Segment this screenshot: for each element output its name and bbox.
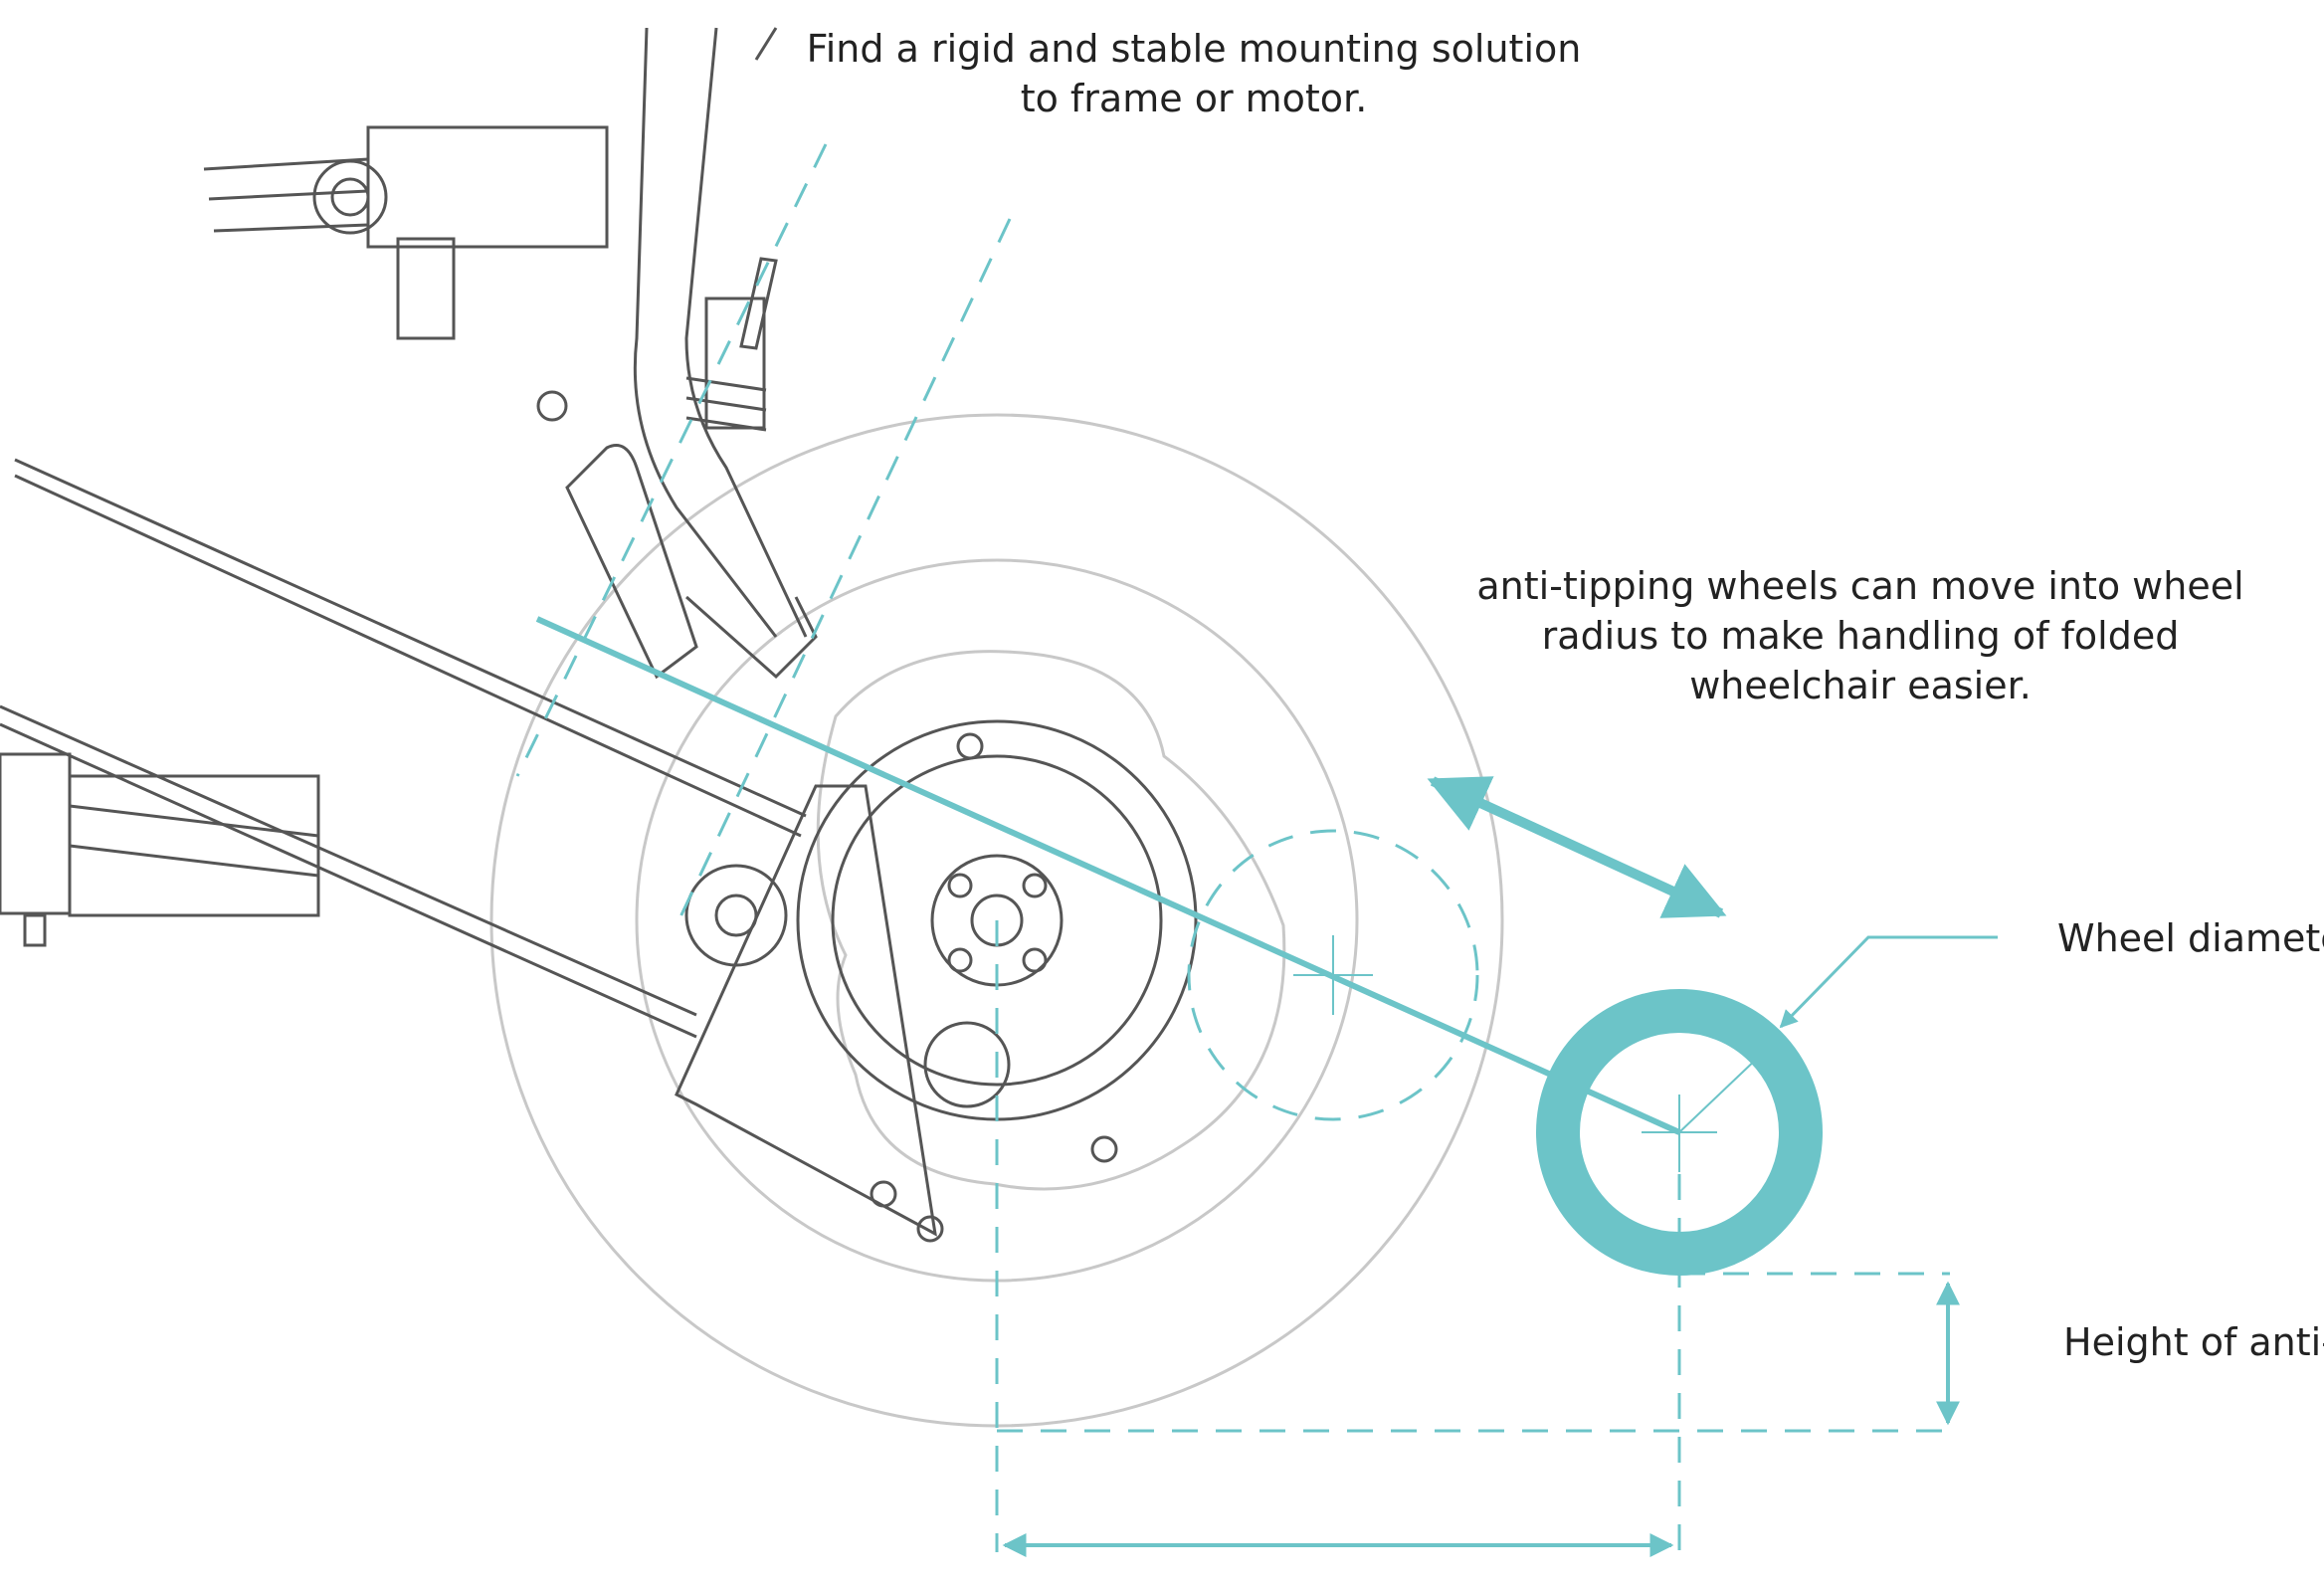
frame bbox=[0, 27, 1198, 1243]
frame-tube-upper-b bbox=[14, 474, 802, 838]
spring-bolt bbox=[739, 257, 778, 350]
motor-line-2 bbox=[69, 844, 319, 878]
frame-tube-lower-a bbox=[0, 704, 697, 1017]
side-axle-inner bbox=[714, 894, 758, 937]
hub-bolt-4 bbox=[1022, 947, 1048, 973]
wheel-diameter-label: Wheel diamete bbox=[2057, 916, 2324, 960]
rim-bolt-bottom bbox=[1090, 1135, 1118, 1163]
diameter-leader bbox=[1779, 935, 1998, 1029]
hub-bolt-1 bbox=[947, 873, 973, 898]
frame-tube-upper-a bbox=[14, 458, 807, 818]
seat-rail-1 bbox=[203, 157, 369, 171]
tipping-note: anti-tipping wheels can move into wheel … bbox=[1476, 564, 2244, 707]
pivot-hole bbox=[536, 390, 568, 422]
frame-post-left bbox=[633, 27, 778, 638]
guides bbox=[515, 143, 1950, 1552]
anti-tip-range-circle bbox=[1187, 829, 1479, 1121]
spring-coil-3 bbox=[685, 416, 767, 432]
motor-block-left bbox=[0, 752, 72, 915]
hub-rim bbox=[831, 754, 1163, 1087]
guide-mount-left bbox=[515, 143, 828, 777]
seat-post bbox=[396, 237, 456, 340]
hub-bolt-3 bbox=[947, 947, 973, 973]
anti-tip-arm bbox=[535, 616, 1681, 1135]
motor-bolt bbox=[23, 913, 47, 947]
rim-bolt-top bbox=[956, 732, 984, 760]
diameter-radius-line bbox=[1678, 1054, 1762, 1133]
hub-drain bbox=[923, 1021, 1011, 1108]
motor-side-plate bbox=[675, 784, 937, 1237]
mounting-note: Find a rigid and stable mounting solutio… bbox=[806, 27, 1582, 120]
spring-coil-1 bbox=[685, 376, 767, 392]
motor-line-1 bbox=[69, 804, 319, 838]
spring-housing bbox=[704, 297, 766, 430]
height-label: Height of anti- bbox=[2063, 1320, 2324, 1364]
motor-block bbox=[68, 774, 320, 917]
seat-rail-3 bbox=[213, 223, 369, 233]
rim-bolt-low-2 bbox=[870, 1180, 897, 1208]
frame-post-top bbox=[754, 27, 778, 61]
frame-post-right bbox=[684, 27, 808, 638]
seat-rail-2 bbox=[208, 189, 369, 201]
seat-knob-inner bbox=[330, 177, 370, 217]
move-arrow bbox=[1427, 776, 1727, 918]
side-axle-outer bbox=[684, 864, 788, 967]
main-wheel-spoke-shape bbox=[816, 650, 1286, 1191]
seat-knob bbox=[312, 159, 388, 235]
frame-bracket-lower bbox=[685, 595, 818, 680]
rim-bolt-low bbox=[916, 1215, 944, 1243]
seat-block bbox=[366, 125, 609, 249]
frame-bracket bbox=[565, 444, 698, 680]
hub-bolt-2 bbox=[1022, 873, 1048, 898]
anti-tip-wheel bbox=[1536, 989, 1823, 1276]
frame-tube-lower-b bbox=[0, 722, 697, 1039]
